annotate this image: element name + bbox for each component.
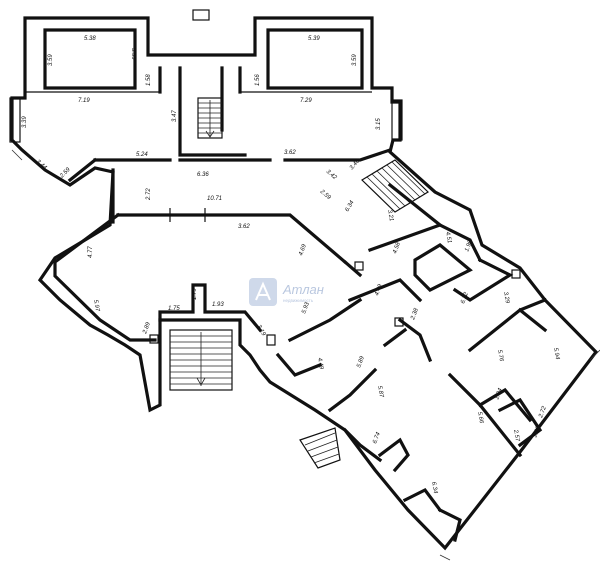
- dim-label: 5.76: [496, 349, 504, 362]
- dim-label: 5.24: [136, 152, 148, 158]
- dim-label: 6.36: [197, 172, 209, 178]
- dim-label: 5.97: [92, 299, 100, 312]
- dim-label: 10.71: [207, 196, 222, 202]
- dim-label: 1.75: [168, 306, 180, 312]
- dim-label: 4.49: [316, 357, 324, 370]
- dim-label: 5.39: [308, 36, 320, 42]
- dim-label: 3.47: [172, 110, 178, 122]
- dim-label: 3.42: [325, 169, 338, 182]
- dim-label: 6.32: [460, 291, 470, 305]
- dim-label: 3.19: [255, 324, 266, 338]
- dim-label: 1.79: [192, 288, 198, 300]
- dim-label: 5.66: [476, 411, 484, 424]
- dim-label: 1.94: [494, 387, 504, 401]
- room-top-right: [266, 28, 364, 90]
- dim-label: 5.94: [552, 347, 560, 360]
- dim-label: 6.34: [345, 199, 356, 213]
- dim-label: 1.93: [212, 302, 224, 308]
- dim-label: 7.29: [300, 98, 312, 104]
- dim-label: 2.89: [142, 321, 152, 336]
- entrance-stairs: [299, 427, 341, 469]
- dim-label: 4.58: [392, 241, 402, 255]
- dim-label: 1.90: [532, 425, 542, 439]
- dim-label: 3.59: [352, 54, 358, 66]
- right-window: [391, 99, 403, 141]
- left-window: [9, 97, 21, 143]
- dim-label: 3.62: [284, 150, 296, 156]
- stair-bottom: [169, 329, 233, 391]
- dimension-labels: 5.38 3.59 3.59 7.19 1.58 3.39 3.44 2.59 …: [22, 36, 560, 495]
- dim-label: 6.74: [372, 431, 382, 445]
- dim-label: 1.90: [464, 239, 474, 253]
- dim-label: 3.62: [238, 224, 250, 230]
- room-top-left: [43, 28, 137, 90]
- dim-label: 2.57: [512, 428, 520, 442]
- dim-label: 3.59: [130, 48, 136, 60]
- dim-label: 3.59: [48, 54, 54, 66]
- dim-label: 5.89: [356, 355, 366, 369]
- dim-label: 5.38: [84, 36, 96, 42]
- dim-label: 2.59: [318, 188, 332, 201]
- dim-label: 7.19: [78, 98, 90, 104]
- dim-label: 3.15: [376, 118, 382, 130]
- roof-hatch: [192, 9, 210, 21]
- dim-label: 3.39: [22, 116, 28, 128]
- dim-label: 4.69: [298, 243, 308, 257]
- dim-label: 5.87: [376, 385, 384, 398]
- dim-label: 1.56: [255, 74, 261, 86]
- dim-label: 2.38: [410, 307, 420, 322]
- dim-label: 4.77: [88, 246, 94, 258]
- dim-label: 5.93: [301, 301, 311, 315]
- dim-label: 6.34: [430, 481, 438, 494]
- stair-top: [197, 97, 223, 139]
- dim-label: 3.21: [386, 209, 394, 222]
- dim-label: 4.49: [374, 283, 384, 297]
- stair-right: [361, 159, 429, 213]
- watermark-brand: Атлан: [282, 282, 324, 297]
- dim-label: 3.29: [502, 291, 510, 304]
- dim-label: 2.72: [146, 188, 152, 201]
- dim-label: 1.58: [146, 74, 152, 86]
- dim-label: 2.72: [538, 405, 548, 420]
- watermark: Атлан недвижимость: [249, 278, 324, 306]
- watermark-tagline: недвижимость: [283, 298, 314, 303]
- dim-label: 4.51: [444, 231, 452, 244]
